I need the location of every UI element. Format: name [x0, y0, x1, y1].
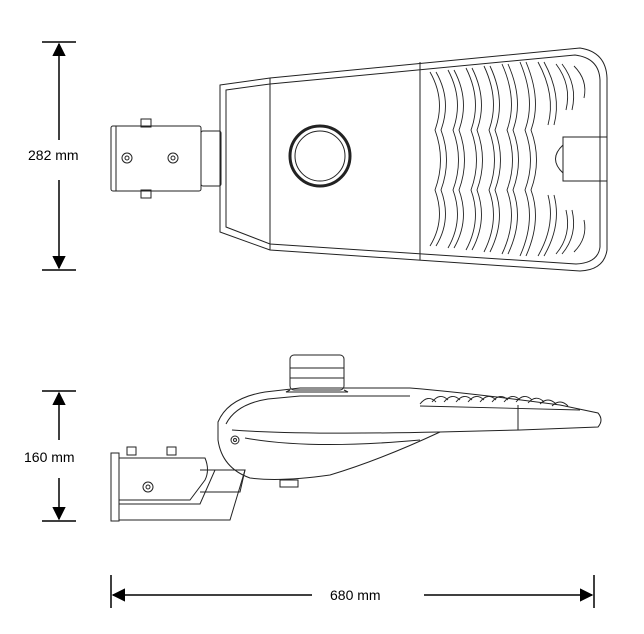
side-view-cooling-fins — [419, 396, 581, 411]
side-view-height-label: 160 mm — [24, 449, 75, 465]
side-view-pivot-bolt — [230, 435, 240, 445]
dimension-top-height — [42, 41, 76, 271]
dimension-side-height — [42, 390, 76, 522]
side-view-mounting-bracket — [110, 446, 246, 522]
side-view — [110, 354, 602, 522]
top-view-mounting-bracket — [110, 118, 222, 199]
dimension-overall-length — [110, 575, 595, 608]
top-view-height-label: 282 mm — [28, 147, 79, 163]
side-view-photocell — [285, 354, 349, 393]
overall-length-label: 680 mm — [326, 587, 385, 603]
top-view — [110, 47, 608, 272]
top-view-housing — [219, 47, 608, 272]
side-view-housing — [217, 354, 602, 488]
top-view-cooling-fins — [429, 61, 586, 257]
photocell-sensor — [288, 124, 352, 188]
